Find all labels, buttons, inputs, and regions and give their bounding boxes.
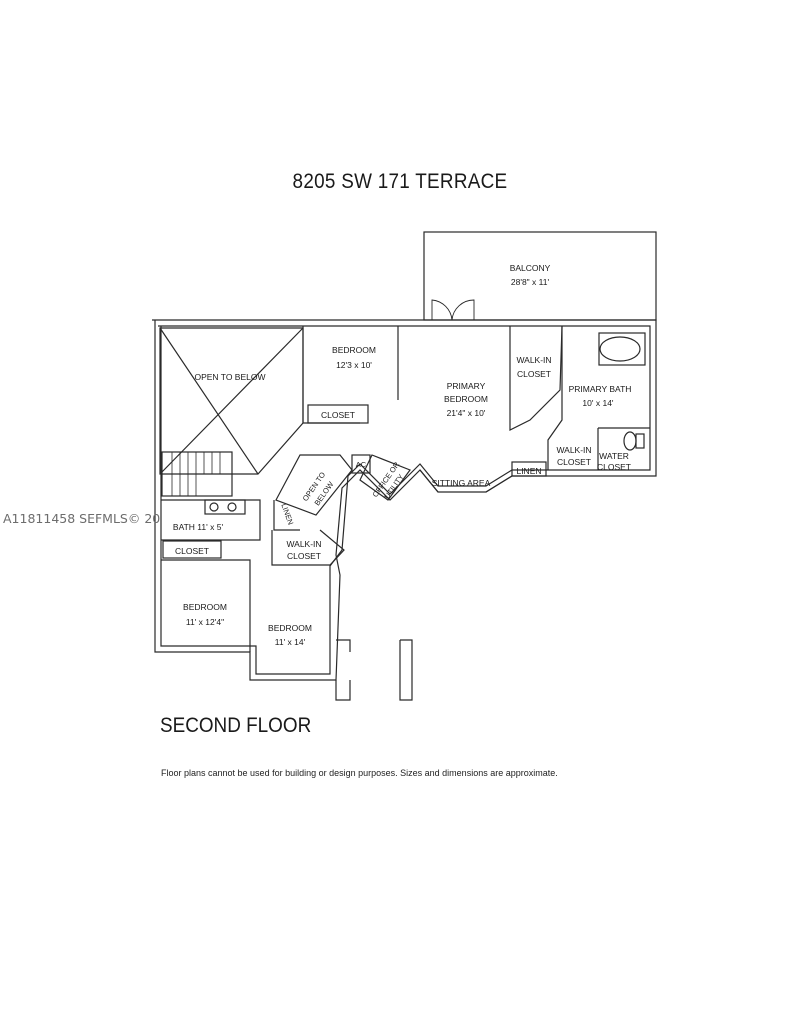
- walk-in-closet-3-name-2: CLOSET: [287, 551, 321, 561]
- balcony-outline: [423, 231, 657, 321]
- plan-title: 8205 SW 171 TERRACE: [292, 170, 508, 193]
- walk-in-closet-3-name-1: WALK-IN: [286, 539, 321, 549]
- primary-bath-name: PRIMARY BATH: [569, 384, 632, 394]
- ac-outline: [351, 454, 371, 474]
- walk-in-closet-1-name-1: WALK-IN: [516, 355, 551, 365]
- mls-watermark: A11811458 SEFMLS© 2024: [3, 511, 160, 526]
- water-closet-name-1: WATER: [599, 451, 629, 461]
- bedroom-1-size: 12'3 x 10': [336, 360, 372, 370]
- closet-2-outline: [162, 540, 222, 559]
- closet-1-label: CLOSET: [321, 410, 355, 420]
- bathtub: [599, 336, 641, 362]
- office-outline: [359, 454, 411, 501]
- open-to-below-label: OPEN TO BELOW: [194, 372, 265, 382]
- bedroom-3-name: BEDROOM: [268, 623, 312, 633]
- balcony-size: 28'8" x 11': [511, 277, 550, 287]
- bedroom-2-size: 11' x 12'4": [186, 617, 224, 627]
- closet-2-label: CLOSET: [175, 546, 209, 556]
- floor-label: SECOND FLOOR: [160, 714, 312, 737]
- walk-in-closet-2-name-1: WALK-IN: [556, 445, 591, 455]
- disclaimer-text: Floor plans cannot be used for building …: [161, 768, 558, 778]
- toilet: [623, 431, 637, 451]
- primary-bath-size: 10' x 14': [582, 398, 614, 408]
- linen-1-label: LINEN: [516, 466, 541, 476]
- walk-in-closet-2-name-2: CLOSET: [557, 457, 591, 467]
- open-to-below-area: [159, 327, 304, 475]
- ac-label: AC: [356, 460, 367, 469]
- room-labels: BALCONY 28'8" x 11' OPEN TO BELOW BEDROO…: [173, 263, 632, 647]
- primary-bedroom-size: 21'4" x 10': [447, 408, 486, 418]
- outer-wall-inner: [158, 325, 651, 675]
- closet-1-outline: [307, 404, 369, 424]
- sitting-area-label: SITTING AREA: [432, 478, 491, 488]
- primary-bedroom-name-1: PRIMARY: [447, 381, 486, 391]
- bath-label: BATH 11' x 5': [173, 522, 224, 532]
- bedroom-3-size: 11' x 14': [275, 637, 306, 647]
- walk-in-closet-1-name-2: CLOSET: [517, 369, 551, 379]
- bedroom-1-name: BEDROOM: [332, 345, 376, 355]
- primary-bedroom-name-2: BEDROOM: [444, 394, 488, 404]
- linen-1-outline: [511, 461, 547, 477]
- water-closet-name-2: CLOSET: [597, 462, 631, 472]
- vanity: [204, 499, 246, 515]
- balcony-name: BALCONY: [510, 263, 551, 273]
- bedroom-2-name: BEDROOM: [183, 602, 227, 612]
